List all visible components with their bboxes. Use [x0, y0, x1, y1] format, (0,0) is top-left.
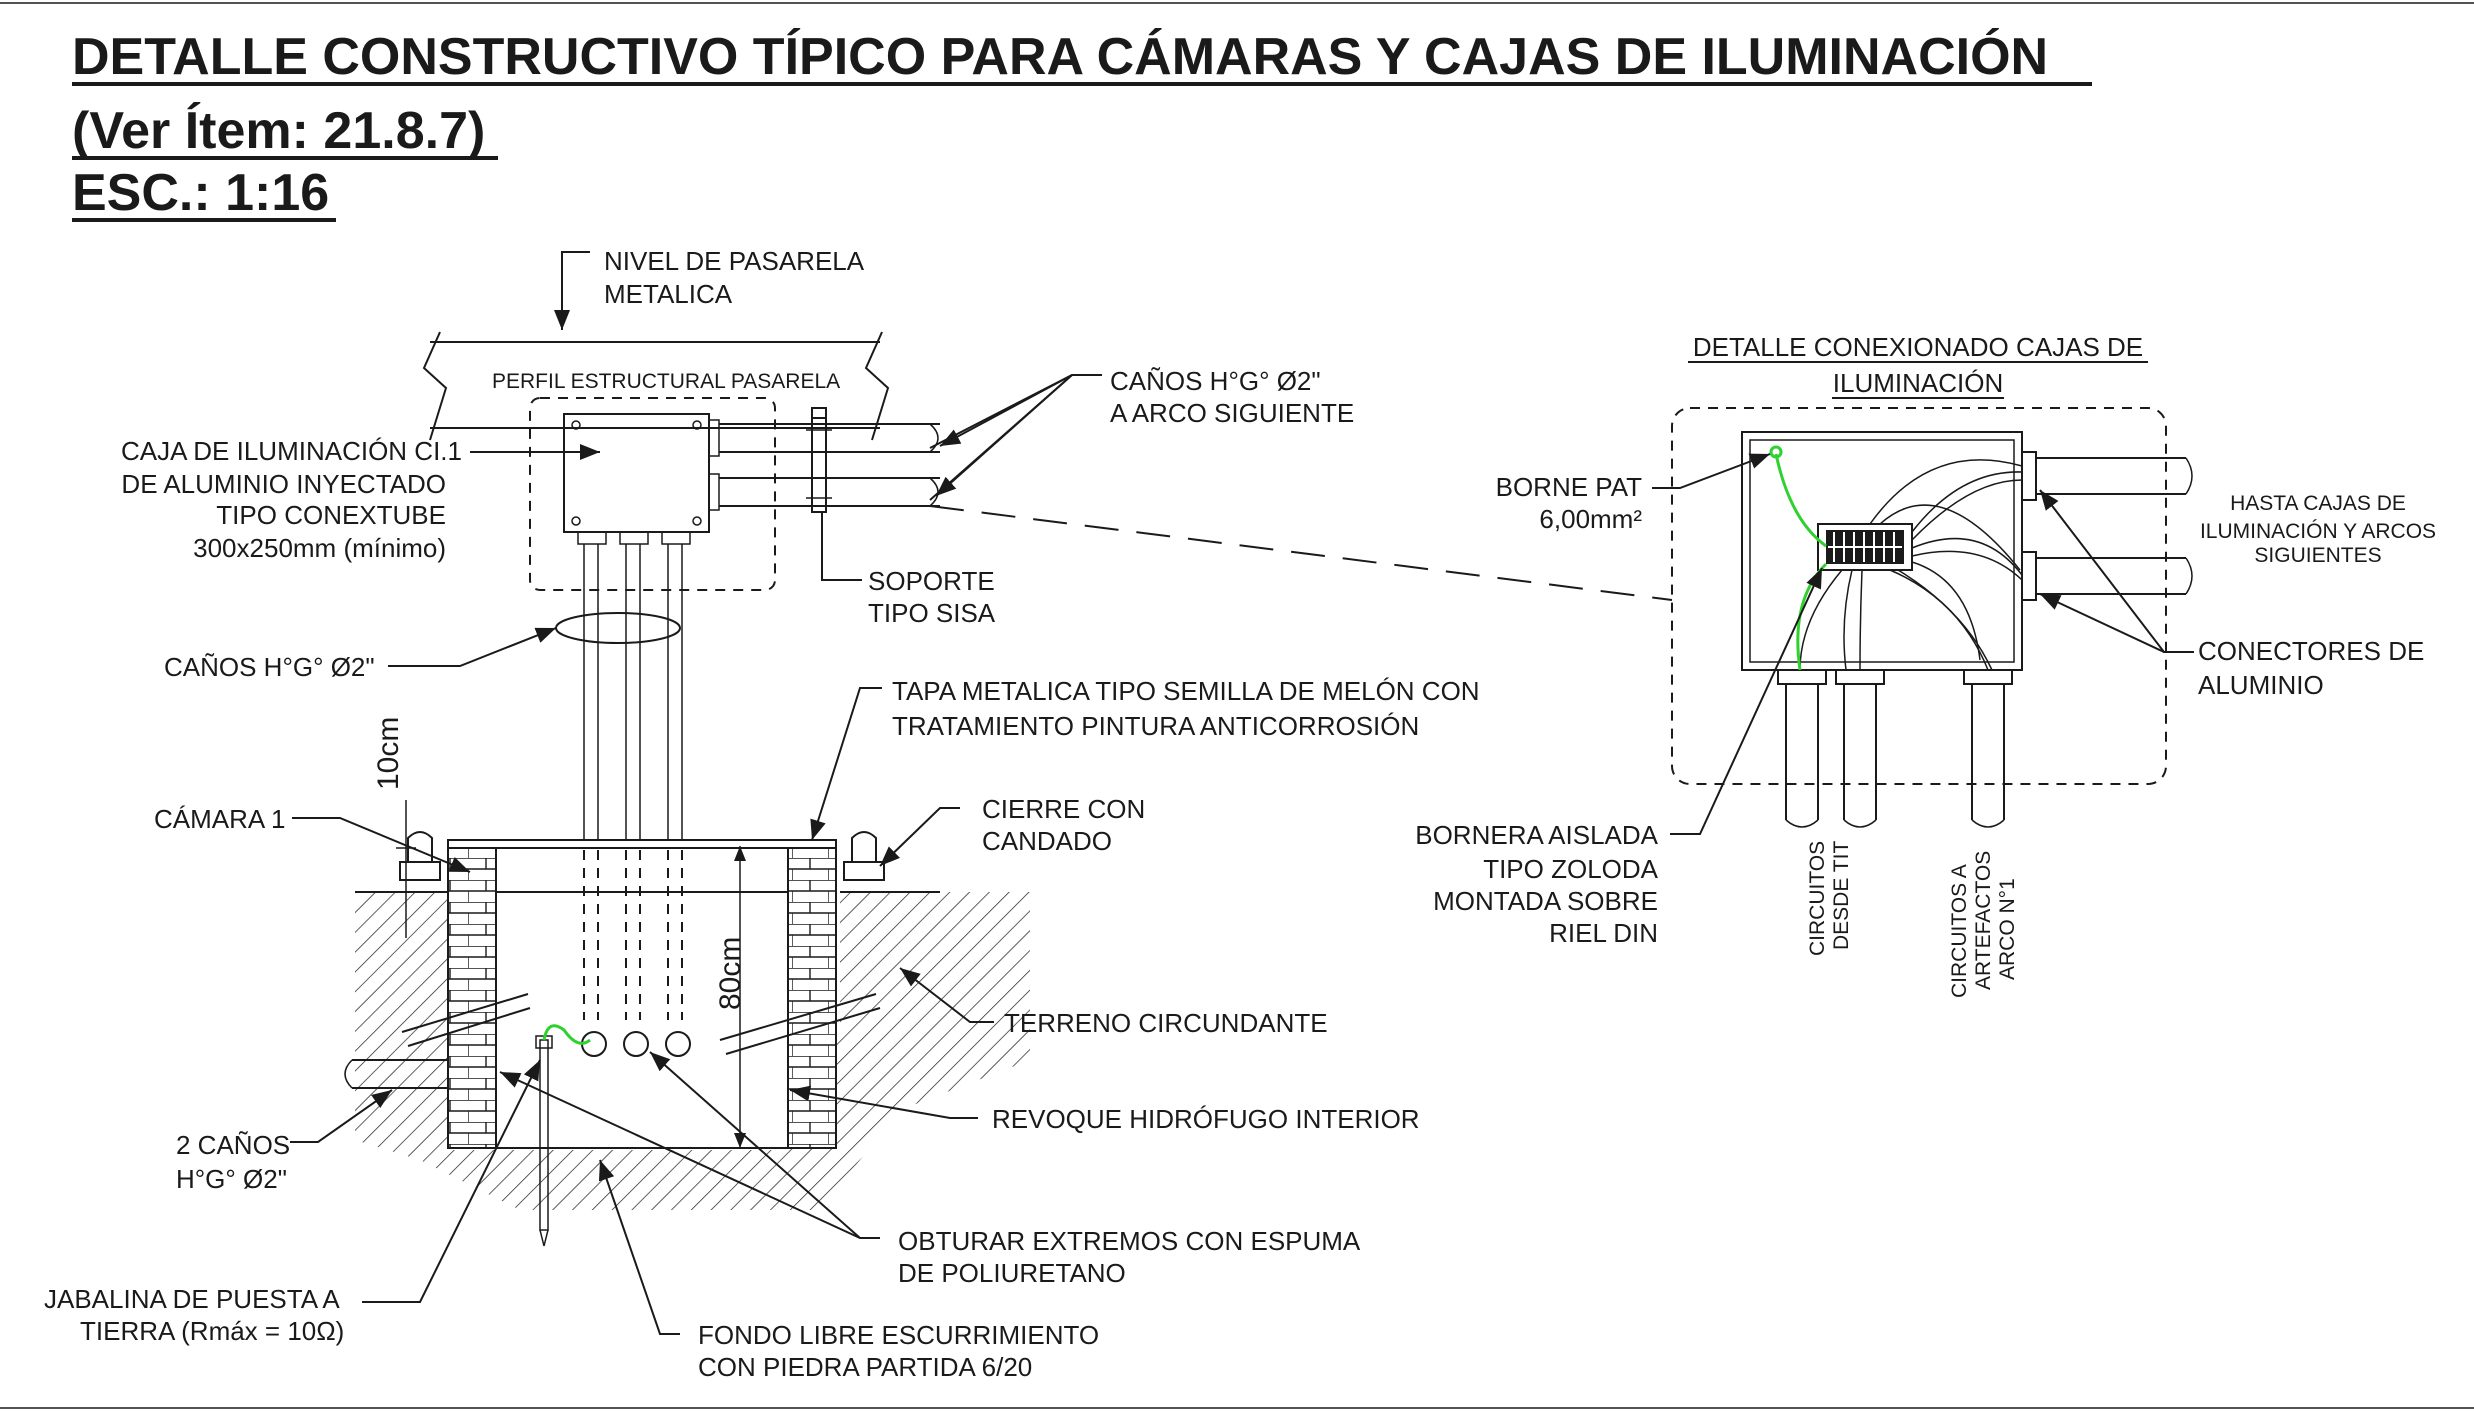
callout-dashed-line — [929, 505, 1673, 601]
title-scale: ESC.: 1:16 — [72, 164, 329, 222]
earth-wire-detail-1 — [1774, 453, 1827, 548]
label-canos-arco-1: CAÑOS H°G° Ø2" — [1110, 366, 1321, 396]
label-circ-art-3: ARCO N°1 — [1996, 878, 2019, 980]
label-bornera-1: BORNERA AISLADA — [1415, 820, 1658, 850]
chamber-1 — [447, 839, 837, 1149]
label-canos-vert: CAÑOS H°G° Ø2" — [164, 652, 375, 682]
label-caja-1: CAJA DE ILUMINACIÓN CI.1 — [121, 436, 462, 466]
label-obturar-2: DE POLIURETANO — [898, 1258, 1126, 1288]
label-dim-10cm: 10cm — [372, 717, 405, 790]
box-dashed-outline — [529, 397, 776, 591]
label-conectores-2: ALUMINIO — [2198, 670, 2324, 700]
label-perfil-estructural: PERFIL ESTRUCTURAL PASARELA — [492, 370, 840, 393]
title-main: DETALLE CONSTRUCTIVO TÍPICO PARA CÁMARAS… — [72, 28, 2048, 86]
label-fondo-1: FONDO LIBRE ESCURRIMIENTO — [698, 1320, 1099, 1350]
label-nivel-pasarela-2: METALICA — [604, 279, 733, 309]
label-tapa-1: TAPA METALICA TIPO SEMILLA DE MELÓN CON — [892, 676, 1480, 706]
leader-canos-arco-heads-2 — [935, 374, 1073, 497]
label-circ-art-2: ARTEFACTOS — [1972, 851, 1995, 990]
label-camara: CÁMARA 1 — [154, 804, 286, 834]
label-nivel-pasarela-1: NIVEL DE PASARELA — [604, 246, 865, 276]
label-dos-canos-1: 2 CAÑOS — [176, 1130, 290, 1160]
label-caja-4: 300x250mm (mínimo) — [193, 533, 446, 563]
leader-tapa — [810, 687, 882, 841]
leader-conectores — [2039, 489, 2194, 653]
leader-canos-arco-heads — [939, 374, 1073, 447]
leader-revoque — [789, 1085, 978, 1119]
label-soporte-1: SOPORTE — [868, 566, 995, 596]
label-hasta-2: ILUMINACIÓN Y ARCOS — [2200, 520, 2436, 543]
label-bornera-4: RIEL DIN — [1549, 918, 1658, 948]
title-item-ref: (Ver Ítem: 21.8.7) — [72, 102, 485, 160]
label-terreno: TERRENO CIRCUNDANTE — [1004, 1008, 1328, 1038]
label-cierre-1: CIERRE CON — [982, 794, 1145, 824]
leader-jabalina — [362, 1059, 541, 1303]
label-bornera-3: MONTADA SOBRE — [1433, 886, 1658, 916]
label-circ-tit-1: CIRCUITOS — [1806, 841, 1829, 956]
detail-right-pipes — [2036, 457, 2193, 595]
leader-camara — [292, 817, 471, 873]
label-bornera-2: TIPO ZOLODA — [1483, 854, 1658, 884]
label-canos-arco-2: A ARCO SIGUIENTE — [1110, 398, 1354, 428]
leader-cierre — [879, 807, 960, 867]
detail-title-2: ILUMINACIÓN — [1833, 368, 2003, 398]
earth-terminal — [1769, 445, 1783, 459]
leader-bornera — [1670, 567, 1823, 835]
lighting-box-ci1 — [563, 413, 720, 545]
label-jabalina-2: TIERRA (Rmáx = 10Ω) — [80, 1316, 344, 1346]
detail-bottom-pipes — [1785, 684, 2005, 828]
label-obturar-1: OBTURAR EXTREMOS CON ESPUMA — [898, 1226, 1361, 1256]
pipe-ends — [581, 1031, 691, 1057]
label-hasta-3: SIGUIENTES — [2254, 544, 2381, 567]
detail-wiring — [1799, 459, 2023, 671]
label-circ-art-1: CIRCUITOS A — [1948, 864, 1971, 998]
padlock-right — [843, 831, 885, 881]
leader-terreno — [899, 967, 994, 1023]
detail-title-1: DETALLE CONEXIONADO CAJAS DE — [1693, 332, 2143, 362]
label-borne-1: BORNE PAT — [1496, 472, 1643, 502]
padlock-left — [399, 831, 441, 881]
terminal-block-din — [1817, 523, 1913, 571]
sisa-support — [806, 407, 832, 513]
leader-dos-canos — [290, 1089, 393, 1143]
label-caja-3: TIPO CONEXTUBE — [216, 500, 446, 530]
earth-wire-chamber — [542, 1024, 591, 1045]
leader-fondo — [598, 1159, 680, 1335]
side-pipes — [344, 993, 881, 1089]
label-jabalina-1: JABALINA DE PUESTA A — [44, 1284, 340, 1314]
label-dos-canos-2: H°G° Ø2" — [176, 1164, 287, 1194]
detail-dashed-outline — [1671, 407, 2167, 785]
label-cierre-2: CANDADO — [982, 826, 1112, 856]
label-soporte-2: TIPO SISA — [868, 598, 996, 628]
leader-obturar-2 — [649, 1051, 861, 1239]
label-dim-80cm: 80cm — [714, 937, 747, 1010]
label-circ-tit-2: DESDE TIT — [1830, 841, 1853, 950]
label-borne-2: 6,00mm² — [1539, 504, 1642, 534]
grounding-rod — [535, 1035, 553, 1247]
leader-canos-vert — [388, 627, 557, 667]
label-tapa-2: TRATAMIENTO PINTURA ANTICORROSIÓN — [892, 711, 1419, 741]
walkway-profile — [422, 331, 890, 441]
label-hasta-1: HASTA CAJAS DE — [2230, 492, 2406, 515]
pipes-group-ellipse — [555, 612, 681, 644]
pipes-to-next-arch — [719, 423, 940, 507]
leader-soporte — [821, 512, 862, 581]
leader-conectores-2 — [2039, 593, 2165, 653]
label-revoque: REVOQUE HIDRÓFUGO INTERIOR — [992, 1104, 1420, 1134]
label-caja-2: DE ALUMINIO INYECTADO — [121, 469, 446, 499]
vertical-pipes — [583, 544, 683, 1020]
leader-nivel — [554, 251, 590, 330]
label-fondo-2: CON PIEDRA PARTIDA 6/20 — [698, 1352, 1032, 1382]
label-conectores-1: CONECTORES DE — [2198, 636, 2424, 666]
leader-borne — [1652, 453, 1771, 489]
